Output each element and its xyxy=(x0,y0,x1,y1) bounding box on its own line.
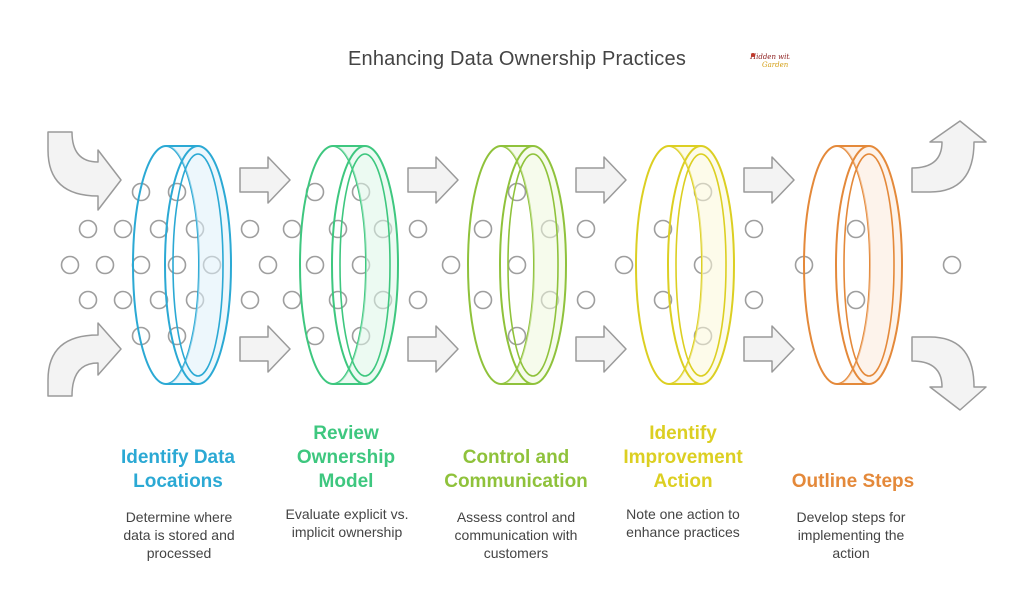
step-description-line: Evaluate explicit vs. xyxy=(285,506,409,522)
particle-dot-icon xyxy=(258,255,278,275)
particle-dot-icon xyxy=(408,219,428,239)
step-title-line: Action xyxy=(653,471,713,492)
curved-arrow-in-icon xyxy=(47,131,122,211)
ring-filter-icon xyxy=(803,145,903,385)
step-description: Develop steps for implementing the action xyxy=(776,508,926,562)
ring-filter-icon xyxy=(132,145,232,385)
step-title-line: Identify xyxy=(649,423,717,444)
step-description-line: Develop steps for xyxy=(796,509,906,525)
particle-dot-icon xyxy=(507,326,527,346)
particle-dot-icon xyxy=(744,290,764,310)
arrow-right-icon xyxy=(407,156,459,204)
step-description: Evaluate explicit vs. implicit ownership xyxy=(272,505,422,541)
step-description-line: action xyxy=(832,545,870,561)
particle-dot-icon xyxy=(744,219,764,239)
step-title-line: Ownership xyxy=(296,447,396,468)
particle-dot-icon xyxy=(78,290,98,310)
particle-dot-icon xyxy=(305,326,325,346)
particle-dot-icon xyxy=(846,290,866,310)
arrow-right-icon xyxy=(407,325,459,373)
step-description-line: enhance practices xyxy=(626,524,740,540)
flow-arrows xyxy=(47,120,987,411)
svg-text:Garden: Garden xyxy=(762,61,789,69)
step-title-line: Improvement xyxy=(623,447,743,468)
curved-arrow-out-icon xyxy=(911,336,987,411)
arrow-right-icon xyxy=(239,156,291,204)
step-title-line: Review xyxy=(313,423,379,444)
particle-dot-icon xyxy=(113,219,133,239)
particle-dot-icon xyxy=(240,290,260,310)
particle-dot-icon xyxy=(113,290,133,310)
ring-filter-icon xyxy=(299,145,399,385)
step-title-line: Control and xyxy=(462,447,570,468)
step-description: Assess control and communication with cust… xyxy=(441,508,591,562)
particle-dot-icon xyxy=(614,255,634,275)
particle-dot-icon xyxy=(149,290,169,310)
particle-dot-icon xyxy=(576,290,596,310)
particle-dot-icon xyxy=(282,290,302,310)
particle-dot-icon xyxy=(576,219,596,239)
step-title-line: Locations xyxy=(133,471,223,492)
curved-arrow-out-icon xyxy=(911,120,987,193)
particle-dot-icon xyxy=(78,219,98,239)
particle-dot-icon xyxy=(507,255,527,275)
svg-text:Hidden with: Hidden with xyxy=(749,53,790,61)
particle-dot-icon xyxy=(60,255,80,275)
step-description-line: communication with xyxy=(454,527,578,543)
step-title-line: Model xyxy=(318,471,374,492)
ring-filter-icon xyxy=(635,145,735,385)
arrow-right-icon xyxy=(575,325,627,373)
particle-dot-icon xyxy=(441,255,461,275)
step-description-line: processed xyxy=(146,545,212,561)
particle-dot-icon xyxy=(149,219,169,239)
step-description-line: data is stored and xyxy=(123,527,235,543)
particle-dot-icon xyxy=(131,255,151,275)
step-description-line: implementing the xyxy=(797,527,905,543)
ring-filters xyxy=(132,145,903,385)
particle-dot-icon xyxy=(507,182,527,202)
particle-dot-icon xyxy=(167,255,187,275)
particle-dot-icon xyxy=(473,219,493,239)
particle-dot-icon xyxy=(408,290,428,310)
step-description: Note one action to enhance practices xyxy=(608,505,758,541)
step-title: Outline Steps xyxy=(768,470,938,494)
particle-dot-icon xyxy=(653,219,673,239)
step-description-line: implicit ownership xyxy=(291,524,403,540)
step-description-line: Determine where xyxy=(125,509,233,525)
arrow-right-icon xyxy=(743,156,795,204)
particle-dot-icon xyxy=(95,255,115,275)
step-description: Determine where data is stored and process… xyxy=(104,508,254,562)
step-title-line: Identify Data xyxy=(120,447,236,468)
step-description-line: Assess control and xyxy=(456,509,576,525)
diagram-title: Enhancing Data Ownership Practices xyxy=(347,48,687,70)
particle-dot-icon xyxy=(653,290,673,310)
arrow-right-icon xyxy=(575,156,627,204)
step-title-line: Outline Steps xyxy=(791,471,915,492)
step-title-line: Communication xyxy=(444,471,588,492)
particle-dot-icon xyxy=(942,255,962,275)
arrow-right-icon xyxy=(743,325,795,373)
ring-filter-icon xyxy=(467,145,567,385)
particle-dot-icon xyxy=(282,219,302,239)
particle-dot-icon xyxy=(846,219,866,239)
curved-arrow-in-icon xyxy=(47,322,122,397)
particle-dot-icon xyxy=(473,290,493,310)
step-description-line: Note one action to xyxy=(626,506,740,522)
particle-dot-icon xyxy=(240,219,260,239)
particle-dot-icon xyxy=(305,255,325,275)
arrow-right-icon xyxy=(239,325,291,373)
step-description-line: customers xyxy=(483,545,549,561)
brand-logo-icon: Hidden with Garden xyxy=(749,53,790,69)
